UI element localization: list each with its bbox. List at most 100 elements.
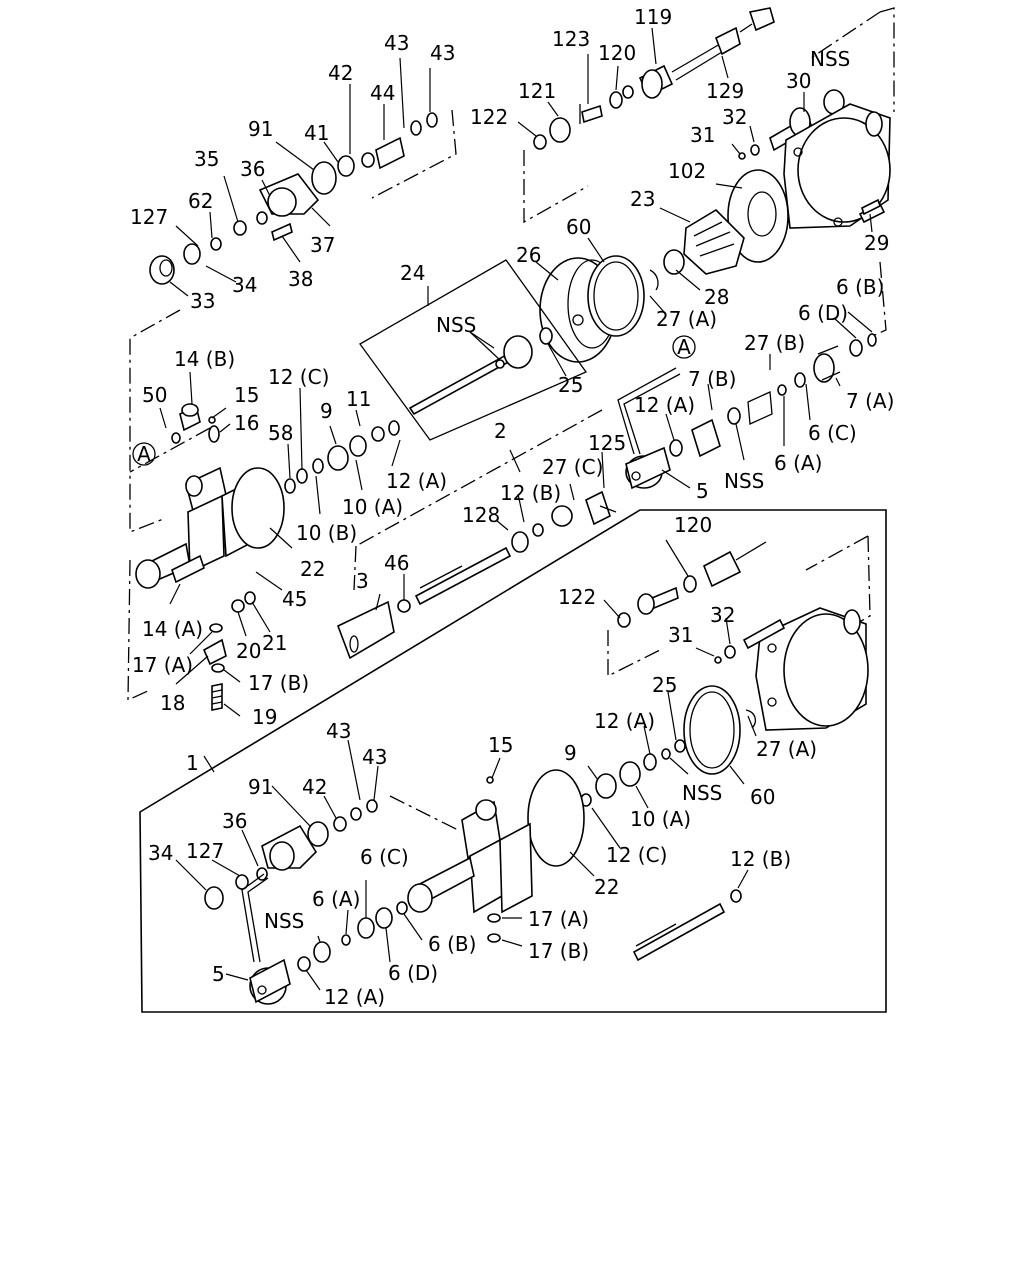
part-label: 42	[328, 61, 353, 85]
part-label: 42	[302, 775, 327, 799]
part-label: 12 (B)	[500, 481, 561, 505]
part-label: 91	[248, 117, 273, 141]
part-label: 27 (C)	[542, 455, 603, 479]
part-label: 25	[558, 373, 583, 397]
part-label: 60	[566, 215, 591, 239]
part-label: 17 (B)	[248, 671, 309, 695]
part-label: 12 (A)	[386, 469, 447, 493]
part-label: 38	[288, 267, 313, 291]
part-label: 15	[488, 733, 513, 757]
part-label: 122	[558, 585, 596, 609]
part-label: 5	[696, 479, 709, 503]
part-label: 10 (B)	[296, 521, 357, 545]
part-label: 60	[750, 785, 775, 809]
part-label: 58	[268, 421, 293, 445]
bottom-parts	[204, 541, 869, 1005]
part-label: 6 (D)	[798, 301, 848, 325]
part-label: 37	[310, 233, 335, 257]
part-label: 15	[234, 383, 259, 407]
part-label: 32	[722, 105, 747, 129]
part-label: 12 (B)	[730, 847, 791, 871]
part-label: 12 (C)	[268, 365, 329, 389]
callout-a-top-text: A	[677, 335, 691, 359]
part-label: 43	[430, 41, 455, 65]
part-label: NSS	[264, 909, 304, 933]
part-label: 43	[384, 31, 409, 55]
part-label: 16	[234, 411, 259, 435]
part-label: 6 (D)	[388, 961, 438, 985]
part-label: 5	[212, 962, 225, 986]
callout-a-left-text: A	[137, 442, 151, 466]
part-label: 7 (A)	[846, 389, 894, 413]
part-label: 45	[282, 587, 307, 611]
part-label: 120	[674, 513, 712, 537]
part-label: 36	[240, 157, 265, 181]
part-label: 33	[190, 289, 215, 313]
part-label: 122	[470, 105, 508, 129]
part-label: 119	[634, 5, 672, 29]
part-label: NSS	[682, 781, 722, 805]
part-label: 91	[248, 775, 273, 799]
leader-lines	[159, 27, 873, 991]
part-label: 123	[552, 27, 590, 51]
top-parts	[135, 7, 891, 711]
part-label: 18	[160, 691, 185, 715]
part-label: 43	[326, 719, 351, 743]
part-label: 10 (A)	[630, 807, 691, 831]
part-label: 6 (B)	[428, 932, 476, 956]
part-label: 121	[518, 79, 556, 103]
part-label: 12 (C)	[606, 843, 667, 867]
part-label: NSS	[724, 469, 764, 493]
part-label: 12 (A)	[594, 709, 655, 733]
part-label: 9	[564, 741, 577, 765]
part-label: 62	[188, 189, 213, 213]
part-label: 43	[362, 745, 387, 769]
part-label: 19	[252, 705, 277, 729]
part-label: 23	[630, 187, 655, 211]
part-label: 9	[320, 399, 333, 423]
part-label: 17 (A)	[132, 653, 193, 677]
callout-a-top: A	[672, 335, 696, 359]
part-label: 127	[186, 839, 224, 863]
part-label: 32	[710, 603, 735, 627]
part-label: 2	[494, 419, 507, 443]
part-label: 6 (B)	[836, 275, 884, 299]
part-label: 125	[588, 431, 626, 455]
part-label: 128	[462, 503, 500, 527]
part-label: 1	[186, 751, 199, 775]
part-label: 14 (B)	[174, 347, 235, 371]
part-label: NSS	[436, 313, 476, 337]
part-label: 129	[706, 79, 744, 103]
part-label: 44	[370, 81, 395, 105]
part-label: 46	[384, 551, 409, 575]
part-label: 24	[400, 261, 425, 285]
part-label: 29	[864, 231, 889, 255]
part-label: 7 (B)	[688, 367, 736, 391]
part-label: 27 (A)	[756, 737, 817, 761]
part-label: 11	[346, 387, 371, 411]
callout-a-left: A	[132, 442, 156, 466]
part-label: 21	[262, 631, 287, 655]
part-label: 14 (A)	[142, 617, 203, 641]
part-label: 12 (A)	[634, 393, 695, 417]
part-label: 12 (A)	[324, 985, 385, 1009]
part-label: 50	[142, 383, 167, 407]
part-label: 34	[148, 841, 173, 865]
part-label: 31	[690, 123, 715, 147]
part-label: 34	[232, 273, 257, 297]
part-label: 10 (A)	[342, 495, 403, 519]
part-label: NSS	[810, 47, 850, 71]
part-label: 28	[704, 285, 729, 309]
part-label: 6 (C)	[808, 421, 857, 445]
part-label: 30	[786, 69, 811, 93]
part-label: 22	[594, 875, 619, 899]
part-label: 27 (A)	[656, 307, 717, 331]
part-label: 102	[668, 159, 706, 183]
part-label: 17 (B)	[528, 939, 589, 963]
part-label: 35	[194, 147, 219, 171]
part-label: 17 (A)	[528, 907, 589, 931]
part-label: 27 (B)	[744, 331, 805, 355]
part-label: 31	[668, 623, 693, 647]
